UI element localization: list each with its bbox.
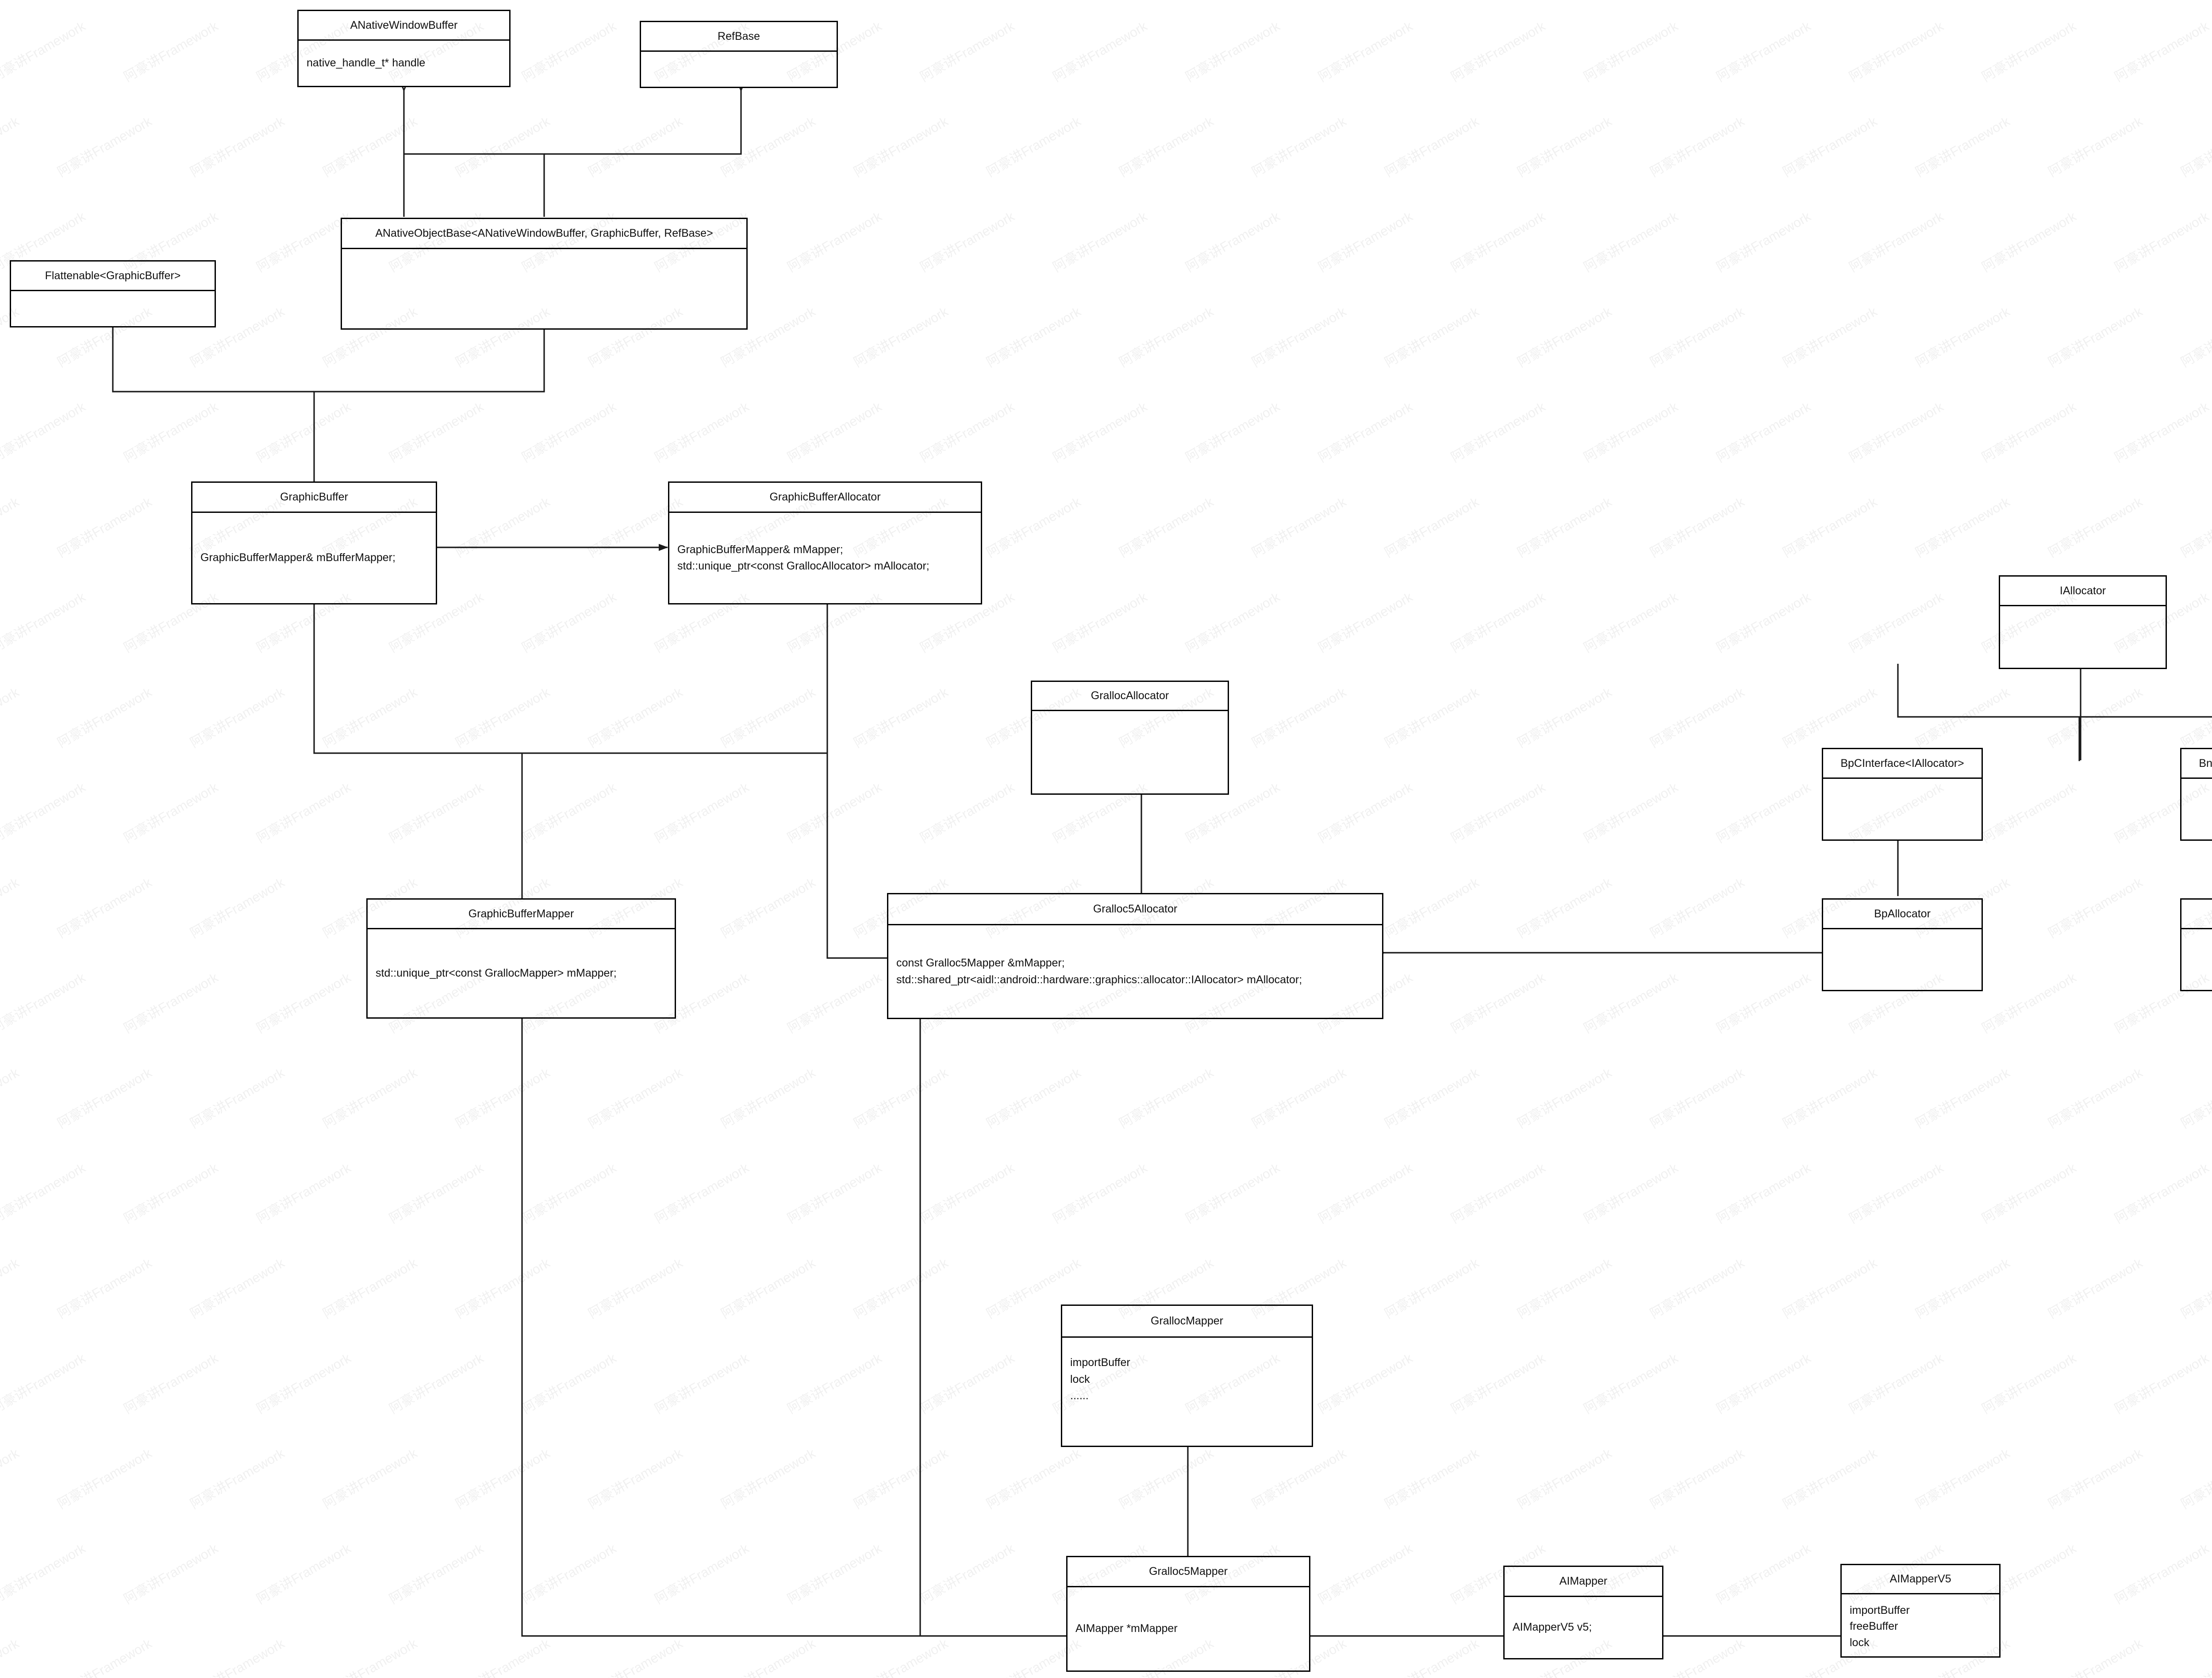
class-attributes-bncinterface [2181, 779, 2212, 839]
class-title-bpcinterface: BpCInterface<IAllocator> [1823, 749, 1982, 779]
class-box-bpcinterface[interactable]: BpCInterface<IAllocator> [1822, 748, 1983, 841]
class-title-gralloc5mapper: Gralloc5Mapper [1068, 1557, 1309, 1587]
class-attributes-refbase [641, 52, 837, 87]
class-title-bncinterface: BnCInterface<IAllocator> [2181, 749, 2212, 779]
class-attributes-aimapperv5: importBuffer freeBuffer lock [1850, 1604, 1910, 1649]
class-attributes-grallocmapper: importBuffer lock ...... [1070, 1356, 1130, 1402]
class-title-aimapper: AIMapper [1505, 1567, 1662, 1597]
class-title-grallocallocator: GrallocAllocator [1032, 682, 1228, 711]
class-attributes-aimapper: AIMapperV5 v5; [1513, 1621, 1592, 1634]
class-attributes-anativewindowbuffer: native_handle_t* handle [307, 57, 426, 69]
class-box-anativeobjectbase[interactable]: ANativeObjectBase<ANativeWindowBuffer, G… [341, 218, 748, 330]
class-attributes-gralloc5allocator: const Gralloc5Mapper &mMapper; std::shar… [896, 957, 1302, 986]
class-title-gralloc5allocator: Gralloc5Allocator [888, 894, 1382, 925]
class-title-refbase: RefBase [641, 22, 837, 52]
class-box-graphicbufferallocator[interactable]: GraphicBufferAllocator GraphicBufferMapp… [668, 481, 982, 604]
class-title-bpallocator: BpAllocator [1823, 900, 1982, 929]
class-attributes-bpallocator [1823, 929, 1982, 990]
class-box-aimapperv5[interactable]: AIMapperV5 importBuffer freeBuffer lock [1840, 1564, 2001, 1658]
class-title-grallocmapper: GrallocMapper [1062, 1306, 1312, 1338]
class-attributes-iallocator [2000, 606, 2166, 668]
class-attributes-graphicbuffermapper: std::unique_ptr<const GrallocMapper> mMa… [376, 966, 617, 979]
class-attributes-anativeobjectbase [342, 249, 746, 328]
class-box-gralloc5allocator[interactable]: Gralloc5Allocator const Gralloc5Mapper &… [887, 893, 1383, 1019]
class-attributes-flattenable [11, 291, 215, 326]
class-box-anativewindowbuffer[interactable]: ANativeWindowBuffer native_handle_t* han… [297, 10, 511, 87]
class-title-graphicbufferallocator: GraphicBufferAllocator [669, 483, 981, 513]
class-box-aimapper[interactable]: AIMapper AIMapperV5 v5; [1503, 1566, 1663, 1659]
class-title-bnallocator: BnAllocator [2181, 900, 2212, 929]
class-attributes-bpcinterface [1823, 779, 1982, 839]
class-attributes-gralloc5mapper: AIMapper *mMapper [1075, 1622, 1178, 1635]
class-box-bnallocator[interactable]: BnAllocator [2180, 898, 2212, 991]
class-title-anativewindowbuffer: ANativeWindowBuffer [299, 11, 509, 41]
class-box-gralloc5mapper[interactable]: Gralloc5Mapper AIMapper *mMapper [1066, 1556, 1310, 1672]
class-box-graphicbuffermapper[interactable]: GraphicBufferMapper std::unique_ptr<cons… [366, 898, 676, 1019]
class-title-anativeobjectbase: ANativeObjectBase<ANativeWindowBuffer, G… [342, 219, 746, 249]
class-box-grallocallocator[interactable]: GrallocAllocator [1031, 681, 1229, 795]
class-box-bpallocator[interactable]: BpAllocator [1822, 898, 1983, 991]
class-box-grallocmapper[interactable]: GrallocMapper importBuffer lock ...... [1061, 1305, 1313, 1447]
class-attributes-graphicbuffer: GraphicBufferMapper& mBufferMapper; [200, 551, 396, 564]
class-attributes-grallocallocator [1032, 711, 1228, 793]
class-attributes-bnallocator [2181, 929, 2212, 990]
class-attributes-graphicbufferallocator: GraphicBufferMapper& mMapper; std::uniqu… [677, 543, 929, 573]
class-title-iallocator: IAllocator [2000, 577, 2166, 606]
class-title-graphicbuffermapper: GraphicBufferMapper [368, 900, 675, 929]
class-box-iallocator[interactable]: IAllocator [1999, 575, 2167, 669]
class-title-aimapperv5: AIMapperV5 [1842, 1565, 1999, 1594]
class-box-refbase[interactable]: RefBase [640, 21, 838, 88]
class-box-graphicbuffer[interactable]: GraphicBuffer GraphicBufferMapper& mBuff… [191, 481, 437, 604]
class-box-flattenable[interactable]: Flattenable<GraphicBuffer> [10, 260, 216, 327]
class-title-graphicbuffer: GraphicBuffer [192, 483, 436, 513]
class-title-flattenable: Flattenable<GraphicBuffer> [11, 262, 215, 291]
class-box-bncinterface[interactable]: BnCInterface<IAllocator> [2180, 748, 2212, 841]
